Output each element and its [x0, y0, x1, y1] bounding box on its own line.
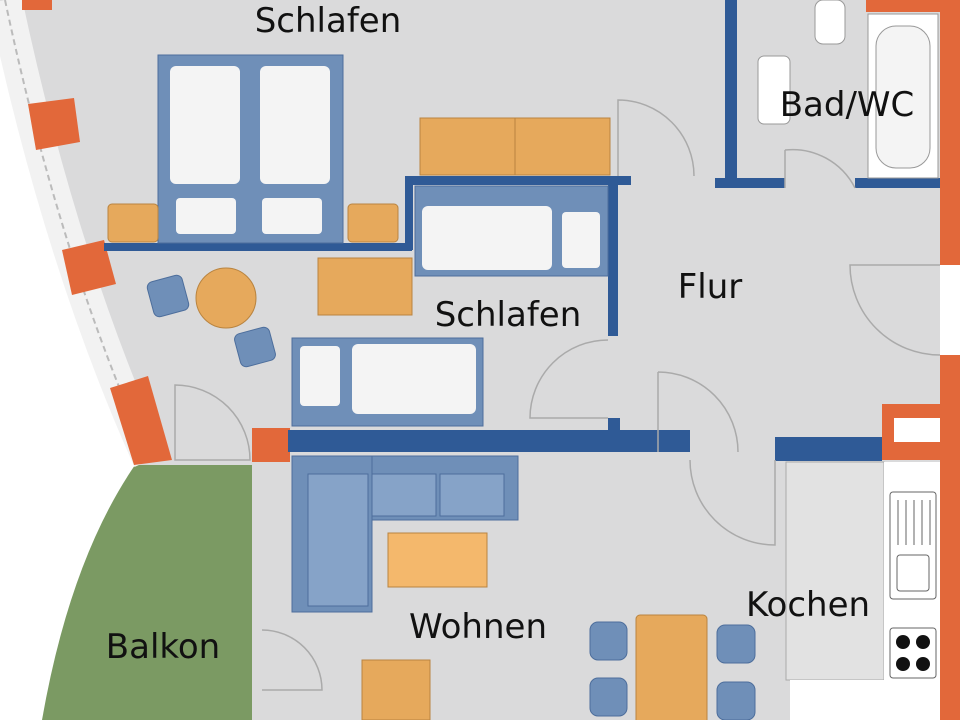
outer-wall-pier: [252, 428, 290, 462]
room-label-bad-wc: Bad/WC: [780, 85, 915, 125]
washbasin: [757, 55, 791, 125]
l-shaped-sofa: [291, 455, 519, 613]
dresser: [419, 117, 516, 176]
desk: [317, 257, 413, 316]
toilet: [814, 0, 846, 45]
door-swings: [174, 99, 941, 691]
single-bed: [291, 337, 484, 427]
single-bed: [414, 185, 609, 277]
dining-table: [635, 614, 708, 720]
interior-walls: [104, 0, 940, 461]
round-table: [195, 267, 257, 329]
outer-wall-right: [940, 355, 960, 720]
outer-wall-piers: [22, 0, 172, 465]
outer-wall-top: [866, 0, 940, 12]
room-label-kochen: Kochen: [746, 585, 870, 625]
dining-chairs: [589, 621, 756, 720]
dresser: [514, 117, 611, 176]
room-label-schlafen: Schlafen: [255, 1, 402, 41]
cabinet: [361, 659, 431, 720]
window: [894, 418, 940, 442]
stove: [889, 627, 937, 679]
double-bed: [157, 54, 344, 244]
chair: [146, 274, 190, 318]
room-label-schlafen: Schlafen: [435, 295, 582, 335]
balcony: [42, 465, 252, 720]
nightstand: [107, 203, 159, 243]
kitchen-area: [785, 461, 885, 681]
nightstand: [347, 203, 399, 243]
coffee-table: [387, 532, 488, 588]
chair: [234, 326, 276, 368]
outer-wall-right: [940, 0, 960, 265]
room-label-balkon: Balkon: [106, 627, 220, 667]
room-label-flur: Flur: [678, 267, 743, 307]
sink: [889, 491, 937, 600]
bathtub-inner: [875, 25, 931, 169]
room-label-wohnen: Wohnen: [409, 607, 547, 647]
kitchen-empty: [790, 680, 940, 720]
